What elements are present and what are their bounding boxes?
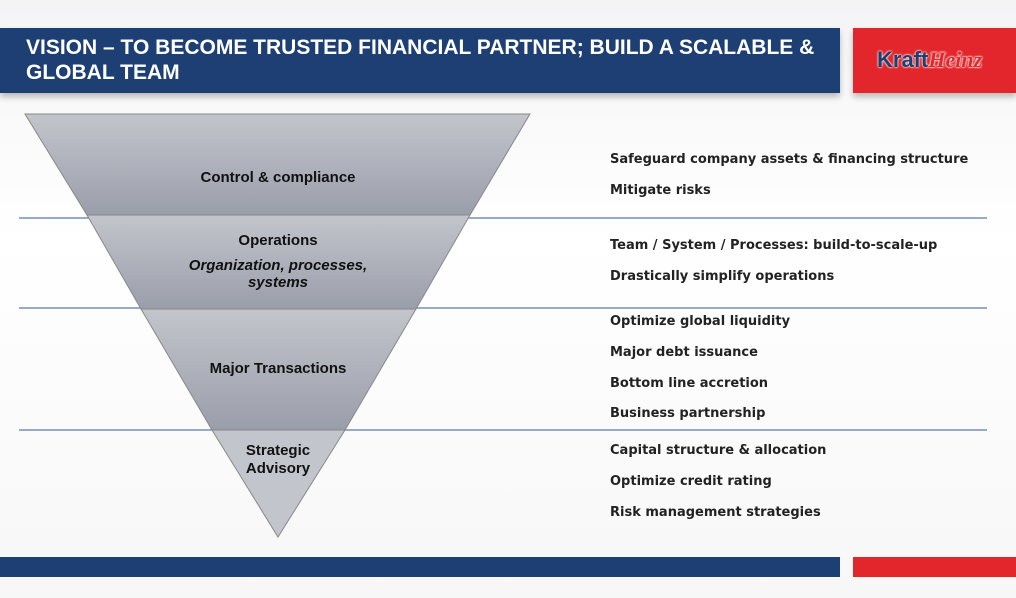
list-item: Business partnership [610,406,766,421]
kraft-heinz-logo: KraftHeinz [853,28,1016,93]
logo-kraft: Kraft [877,47,929,72]
footer-bar-red [853,557,1016,577]
pyramid-tier-1 [24,113,531,216]
footer-bar-navy [0,557,840,577]
list-item: Safeguard company assets & financing str… [610,152,969,167]
list-item: Capital structure & allocation [610,443,827,458]
list-item: Risk management strategies [610,505,821,520]
logo-heinz: Heinz [928,47,983,72]
list-item: Optimize global liquidity [610,314,791,329]
list-item: Major debt issuance [610,345,758,360]
tier-label: Strategic Advisory [245,442,311,477]
list-item: Mitigate risks [610,183,711,198]
tier-sublabel: Organization, processes, systems [188,257,368,291]
slide-title: VISION – TO BECOME TRUSTED FINANCIAL PAR… [26,36,815,84]
title-banner: VISION – TO BECOME TRUSTED FINANCIAL PAR… [0,28,840,93]
list-item: Team / System / Processes: build-to-scal… [610,238,938,253]
list-item: Drastically simplify operations [610,269,835,284]
tier-label: Major Transactions [209,360,347,377]
list-item: Bottom line accretion [610,376,769,391]
list-item: Optimize credit rating [610,474,772,489]
tier-label: Control & compliance [200,169,356,186]
tier-label: Operations [238,232,318,249]
pyramid-tier-4 [211,429,346,538]
